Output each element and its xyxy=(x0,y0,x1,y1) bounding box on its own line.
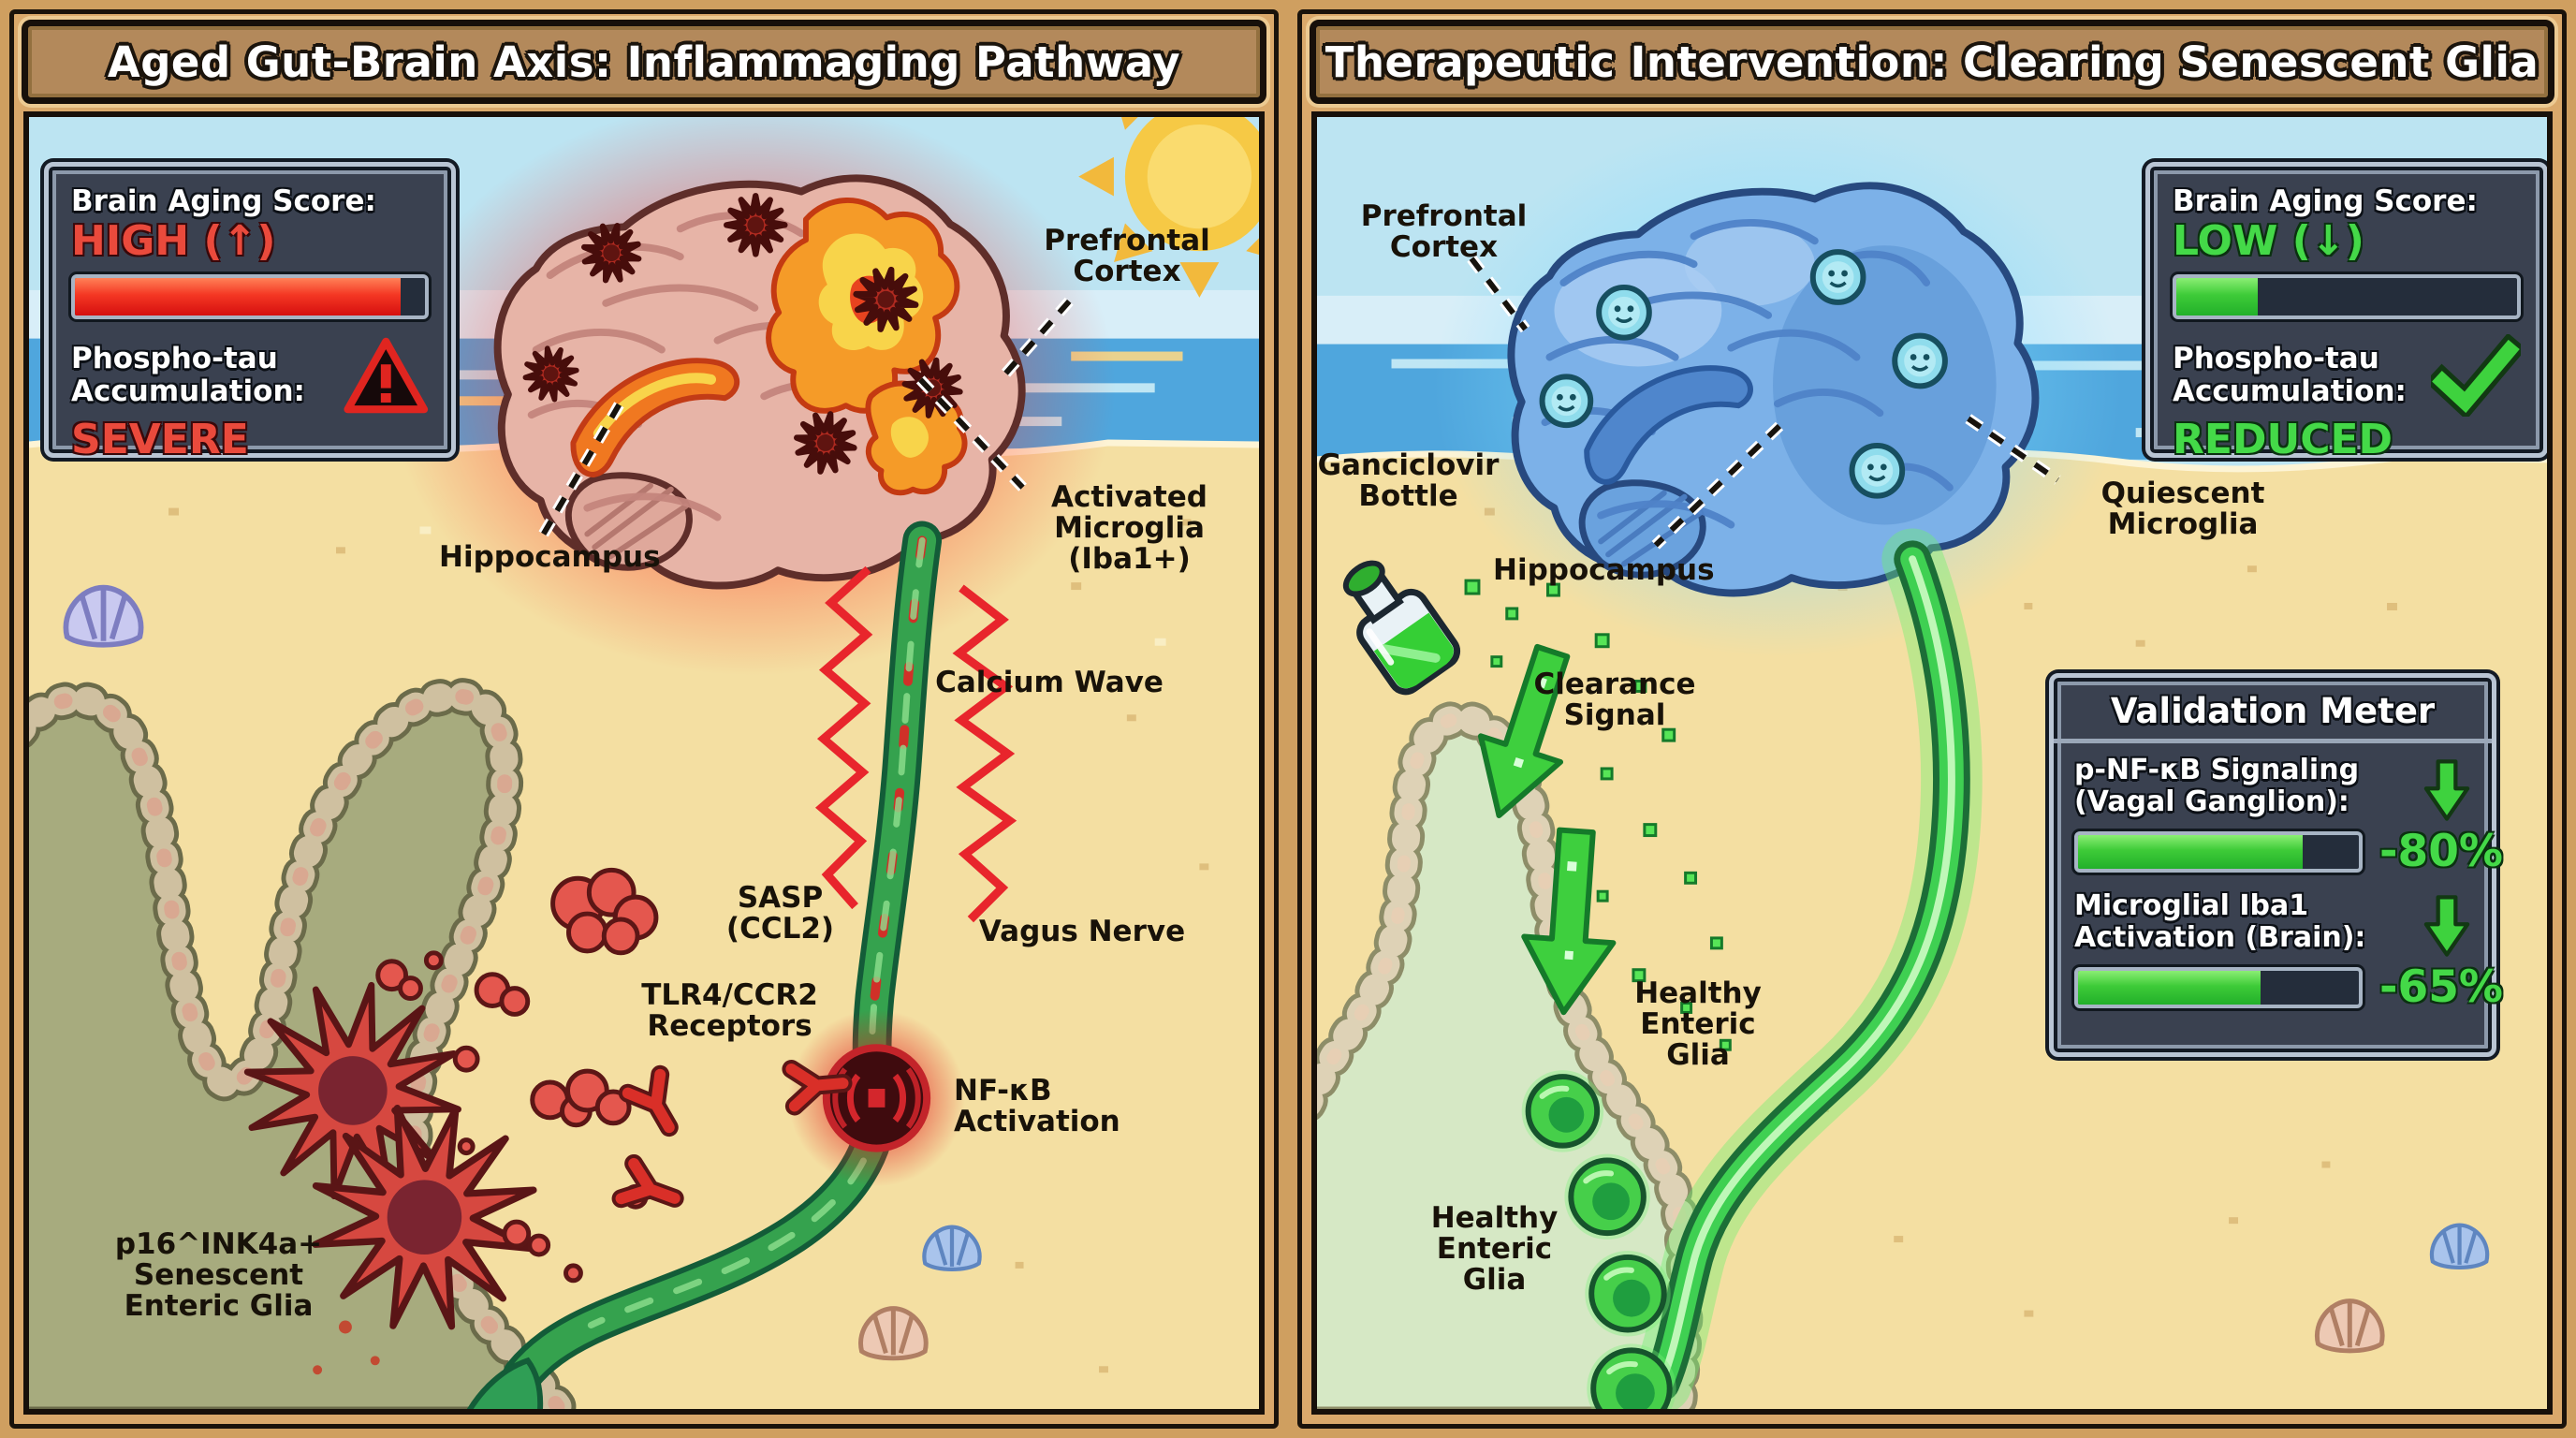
label-vagus-nerve: Vagus Nerve xyxy=(978,915,1186,948)
right-title: Therapeutic Intervention: Clearing Senes… xyxy=(1325,37,2539,87)
brain-aging-label: Brain Aging Score: xyxy=(71,184,376,218)
label-calcium-wave: Calcium Wave xyxy=(935,666,1164,699)
right-pointer-lines xyxy=(1467,255,2061,550)
label-p16-senescent-glia: p16^INK4a+ Senescent Enteric Glia xyxy=(114,1227,323,1324)
phospho-value: REDUCED xyxy=(2173,415,2393,463)
label-nfkb-activation: NF-κB Activation xyxy=(954,1074,1120,1139)
brain-aging-bar xyxy=(71,273,429,319)
phospho-value: SEVERE xyxy=(71,415,249,463)
brain-aging-label: Brain Aging Score: xyxy=(2173,184,2478,218)
label-tlr4-ccr2: TLR4/CCR2 Receptors xyxy=(641,978,818,1044)
brain-aging-bar-fill xyxy=(2176,277,2259,315)
green-sparkles xyxy=(1464,579,1732,1051)
down-arrow-icon xyxy=(2423,895,2470,957)
label-activated-microglia: Activated Microglia (Iba1+) xyxy=(1051,480,1208,577)
tlr4-ccr2-receptor-icons xyxy=(611,1059,853,1209)
metric-iba1-bar-fill xyxy=(2078,970,2261,1005)
label-prefrontal-cortex-right: Prefrontal Cortex xyxy=(1360,199,1528,265)
brain-aging-value: LOW (↓) xyxy=(2173,216,2364,265)
sasp-ccl2-blobs xyxy=(375,867,659,1284)
phospho-label: Phospho-tau Accumulation: xyxy=(71,342,305,408)
validation-meter-title: Validation Meter xyxy=(2054,682,2492,743)
healthy-vagus-nerve xyxy=(1630,528,1983,1409)
healthy-enteric-glia-cells xyxy=(1521,1070,1676,1409)
brain-aging-bar-fill xyxy=(75,277,401,315)
nerve-ending-trumpet xyxy=(466,1357,544,1409)
label-hippocampus-left: Hippocampus xyxy=(439,540,661,574)
panel-aged-gut-brain: Aged Gut-Brain Axis: Inflammaging Pathwa… xyxy=(9,9,1279,1429)
clearance-signal-arrows xyxy=(1464,579,1732,1051)
metric-pnfkb: p-NF-κB Signaling (Vagal Ganglion): -80% xyxy=(2074,754,2503,873)
left-pointer-lines xyxy=(538,297,1074,537)
label-clearance-signal: Clearance Signal xyxy=(1533,668,1696,733)
label-healthy-enteric-glia-gut: Healthy Enteric Glia xyxy=(1430,1201,1559,1298)
nfkb-activation-node xyxy=(788,1009,965,1187)
right-content: Brain Aging Score: LOW (↓) Phospho-tau A… xyxy=(1311,111,2553,1415)
brain-status-panel-left: Brain Aging Score: HIGH (↑) Phospho-tau … xyxy=(44,162,456,462)
left-artwork xyxy=(29,117,1259,1409)
brain-aging-bar xyxy=(2173,273,2521,319)
calcium-wave-icon xyxy=(814,565,1017,923)
metric-iba1-label: Microglial Iba1 Activation (Brain): xyxy=(2074,889,2366,954)
label-ganciclovir-bottle: Ganciclovir Bottle xyxy=(1317,448,1500,514)
warning-triangle-icon xyxy=(344,337,429,414)
senescent-enteric-glia xyxy=(228,967,560,1354)
inflamed-brain xyxy=(493,174,1026,590)
label-quiescent-microglia: Quiescent Microglia xyxy=(2100,477,2265,542)
metric-pnfkb-label: p-NF-κB Signaling (Vagal Ganglion): xyxy=(2074,754,2360,818)
brain-status-panel-right: Brain Aging Score: LOW (↓) Phospho-tau A… xyxy=(2145,162,2547,462)
healthy-brain xyxy=(1507,182,2040,597)
metric-iba1: Microglial Iba1 Activation (Brain): -65% xyxy=(2074,889,2503,1009)
label-sasp: SASP (CCL2) xyxy=(725,881,835,946)
left-title-plaque: Aged Gut-Brain Axis: Inflammaging Pathwa… xyxy=(22,20,1266,104)
left-content: Brain Aging Score: HIGH (↑) Phospho-tau … xyxy=(23,111,1265,1415)
metric-iba1-value: -65% xyxy=(2379,961,2504,1013)
label-healthy-enteric-glia-sand: Healthy Enteric Glia xyxy=(1634,976,1762,1073)
down-arrow-icon xyxy=(2423,759,2470,821)
label-hippocampus-right: Hippocampus xyxy=(1493,553,1715,587)
metric-pnfkb-bar xyxy=(2074,830,2363,873)
quiescent-microglia-icons xyxy=(1539,249,1948,499)
label-prefrontal-cortex-left: Prefrontal Cortex xyxy=(1044,224,1210,289)
brain-aging-value: HIGH (↑) xyxy=(71,216,276,265)
validation-meter-panel: Validation Meter p-NF-κB Signaling (Vaga… xyxy=(2049,673,2503,1057)
metric-pnfkb-value: -80% xyxy=(2379,826,2504,877)
sun-icon xyxy=(1078,117,1259,298)
left-title: Aged Gut-Brain Axis: Inflammaging Pathwa… xyxy=(107,37,1181,87)
phospho-label: Phospho-tau Accumulation: xyxy=(2173,342,2407,408)
right-title-plaque: Therapeutic Intervention: Clearing Senes… xyxy=(1310,20,2554,104)
ganciclovir-bottle-icon xyxy=(1342,560,1461,696)
metric-pnfkb-bar-fill xyxy=(2078,834,2303,869)
panel-therapeutic-intervention: Therapeutic Intervention: Clearing Senes… xyxy=(1297,9,2567,1429)
metric-iba1-bar xyxy=(2074,966,2363,1008)
check-icon xyxy=(2431,333,2521,417)
